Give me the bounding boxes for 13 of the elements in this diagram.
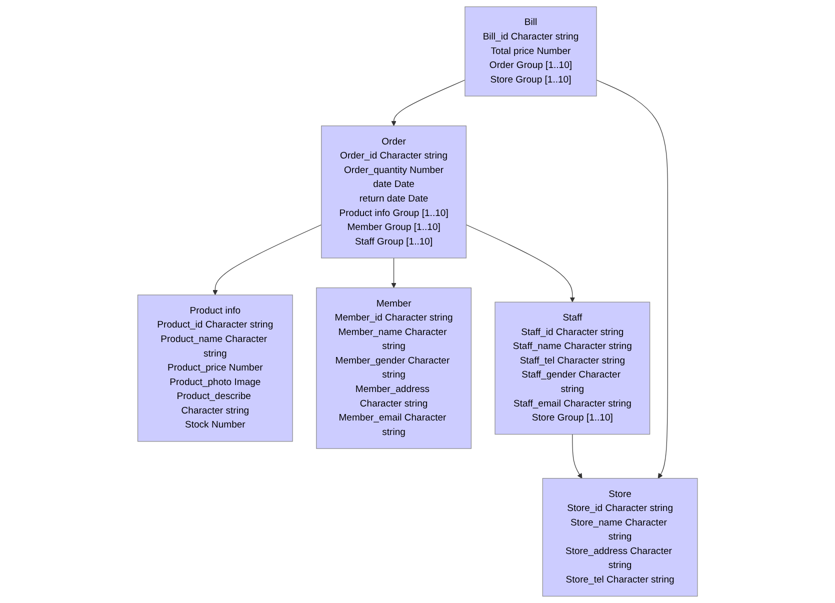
entity-diagram: Bill Bill_id Character string Total price Number Order Group [1..10] Store Group [1..10] Order Order_id Character string Order_quantity Number date Date return date Date Product info Group [1..10] Member Group [1..10] Staff Group [1..10] Product info Product_id Character string Product_name Character string Product_price Number Product_photo Image Product_describe Character string Stock Number Staff Staff_id Character string Staff_name Character string Staff_tel Character string Staff_gender Character string Staff_email Character string Store Group [1..10] Store Store_id Character string Store_name Character string Store_address Character string Store_tel Character string Member Member_id Character string Member_name Character string Member_gender Character string Member_address Character string Member_email Character string bbox=[132, 2, 702, 601]
arrow bbox=[391, 80, 466, 126]
arrow bbox=[596, 80, 668, 479]
arrow bbox=[466, 224, 575, 302]
arrow bbox=[391, 258, 396, 288]
node-box bbox=[137, 294, 293, 442]
node-box bbox=[316, 288, 472, 449]
node-box bbox=[320, 126, 466, 258]
arrow bbox=[212, 224, 322, 296]
arrow bbox=[572, 434, 582, 479]
node-box bbox=[494, 302, 650, 435]
node-box bbox=[542, 478, 698, 597]
node-box bbox=[464, 6, 597, 96]
